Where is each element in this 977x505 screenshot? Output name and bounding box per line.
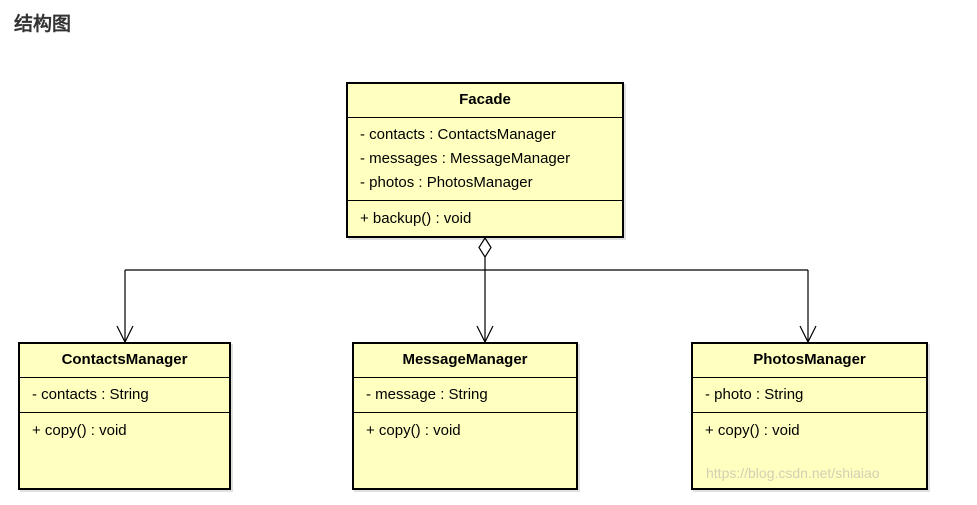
class-name-photos-manager: PhotosManager bbox=[693, 344, 926, 378]
method-copy: + copy() : void bbox=[32, 422, 127, 439]
attribute-contacts-string: - contacts : String bbox=[32, 386, 149, 403]
methods-facade: + backup() : void bbox=[348, 201, 622, 236]
watermark: https://blog.csdn.net/shiaiao bbox=[706, 465, 880, 481]
aggregation-diamond bbox=[478, 236, 492, 259]
method-copy: + copy() : void bbox=[366, 422, 461, 439]
class-contacts-manager[interactable]: ContactsManager - contacts : String + co… bbox=[18, 342, 231, 490]
page-title: 结构图 bbox=[14, 13, 72, 35]
class-photos-manager[interactable]: PhotosManager - photo : String + copy() … bbox=[691, 342, 928, 490]
attribute-photo-string: - photo : String bbox=[705, 386, 804, 403]
methods-contacts-manager: + copy() : void bbox=[20, 413, 229, 448]
class-message-manager[interactable]: MessageManager - message : String + copy… bbox=[352, 342, 578, 490]
class-name-facade: Facade bbox=[348, 84, 622, 118]
class-facade[interactable]: Facade - contacts : ContactsManager - me… bbox=[346, 82, 624, 238]
attributes-photos-manager: - photo : String bbox=[693, 378, 926, 413]
attributes-facade: - contacts : ContactsManager - messages … bbox=[348, 118, 622, 201]
class-name-message-manager: MessageManager bbox=[354, 344, 576, 378]
attributes-contacts-manager: - contacts : String bbox=[20, 378, 229, 413]
method-backup: + backup() : void bbox=[360, 210, 472, 227]
methods-message-manager: + copy() : void bbox=[354, 413, 576, 448]
attribute-photos: - photos : PhotosManager bbox=[360, 174, 533, 191]
attribute-messages: - messages : MessageManager bbox=[360, 150, 571, 167]
attributes-message-manager: - message : String bbox=[354, 378, 576, 413]
attribute-message-string: - message : String bbox=[366, 386, 488, 403]
methods-photos-manager: + copy() : void bbox=[693, 413, 926, 448]
class-name-contacts-manager: ContactsManager bbox=[20, 344, 229, 378]
method-copy: + copy() : void bbox=[705, 422, 800, 439]
attribute-contacts: - contacts : ContactsManager bbox=[360, 126, 556, 143]
